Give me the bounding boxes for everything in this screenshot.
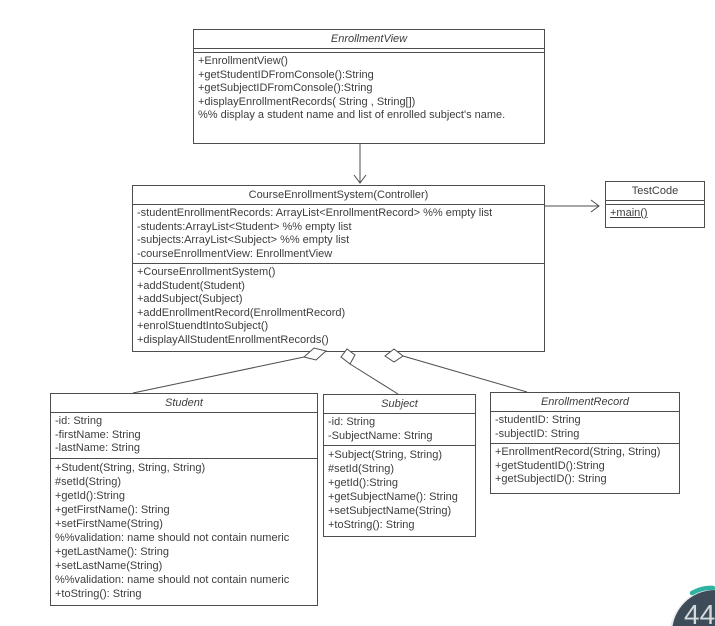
class-box-test-code: TestCode +main() [605, 181, 705, 228]
badge-accent-arc [689, 585, 715, 596]
attribute-line: -subjectID: String [495, 427, 580, 440]
class-box-enrollment-record: EnrollmentRecord -studentID: String -sub… [490, 392, 680, 494]
attribute-line: -subjects:ArrayList<Subject> %% empty li… [137, 234, 350, 246]
attribute-line: -id: String [328, 416, 376, 428]
aggregation-link-controller-student [132, 347, 328, 394]
static-method-line: +main() [610, 207, 648, 219]
method-line: +setFirstName(String) [55, 517, 163, 530]
class-title-enrollment-view: EnrollmentView [194, 30, 544, 49]
attribute-line: -courseEnrollmentView: EnrollmentView [137, 247, 333, 260]
method-line: +getLastName(): String [55, 545, 170, 558]
page-number: 44 [684, 599, 715, 626]
method-line: +EnrollmentView() [198, 55, 288, 67]
method-comment-line: %%validation: name should not contain nu… [55, 531, 290, 544]
class-box-enrollment-view: EnrollmentView +EnrollmentView() +getStu… [193, 29, 545, 144]
method-line: +setSubjectName(String) [328, 505, 452, 517]
attributes-compartment-empty [194, 49, 544, 53]
aggregation-link-controller-record [384, 348, 528, 393]
attributes-compartment: -studentID: String -subjectID: String [491, 412, 679, 444]
attributes-compartment-empty [606, 201, 704, 205]
method-line: #setId(String) [328, 463, 395, 475]
attribute-line: -studentEnrollmentRecords: ArrayList<Enr… [137, 207, 493, 219]
method-comment-line: %%validation: name should not contain nu… [55, 573, 290, 586]
method-line: +getSubjectIDFromConsole():String [198, 82, 373, 94]
method-line: +getStudentIDFromConsole():String [198, 68, 374, 81]
method-line: +setLastName(String) [55, 559, 163, 572]
class-title-course-enrollment-system: CourseEnrollmentSystem(Controller) [133, 186, 544, 205]
class-title-enrollment-record: EnrollmentRecord [491, 393, 679, 412]
method-line: +addEnrollmentRecord(EnrollmentRecord) [137, 306, 346, 319]
attributes-compartment: -id: String -SubjectName: String [324, 414, 475, 446]
method-line: +addSubject(Subject) [137, 293, 243, 305]
method-line: +EnrollmentRecord(String, String) [495, 446, 661, 458]
method-line: +Subject(String, String) [328, 449, 443, 461]
method-line: +getSubjectID(): String [495, 473, 607, 485]
attribute-line: -students:ArrayList<Student> %% empty li… [137, 220, 352, 233]
method-line: +Student(String, String, String) [55, 461, 206, 474]
attribute-line: -studentID: String [495, 414, 581, 426]
badge-circle [672, 590, 715, 626]
class-title-test-code: TestCode [606, 182, 704, 201]
method-line: +getStudentID():String [495, 459, 605, 472]
method-line: +getSubjectName(): String [328, 491, 458, 503]
attribute-line: -lastName: String [55, 442, 140, 454]
methods-compartment: +Student(String, String, String) #setId(… [51, 459, 317, 601]
attributes-compartment: -studentEnrollmentRecords: ArrayList<Enr… [133, 205, 544, 264]
method-line: +CourseEnrollmentSystem() [137, 266, 276, 278]
association-arrow-controller-to-testcode [545, 199, 600, 213]
class-box-subject: Subject -id: String -SubjectName: String… [323, 394, 476, 537]
method-line: +addStudent(Student) [137, 279, 245, 292]
class-box-student: Student -id: String -firstName: String -… [50, 393, 318, 606]
method-line: +displayAllStudentEnrollmentRecords() [137, 333, 329, 346]
method-line: +getId():String [55, 489, 126, 502]
attribute-line: -id: String [55, 415, 103, 427]
methods-compartment: +EnrollmentRecord(String, String) +getSt… [491, 444, 679, 487]
badge-glow-circle [670, 587, 715, 626]
aggregation-link-controller-subject [340, 348, 399, 395]
method-line: +getId():String [328, 477, 399, 489]
attribute-line: -firstName: String [55, 428, 141, 441]
method-line: +toString(): String [328, 519, 415, 531]
class-title-student: Student [51, 394, 317, 413]
methods-compartment: +EnrollmentView() +getStudentIDFromConso… [194, 53, 544, 123]
attribute-line: -SubjectName: String [328, 429, 433, 442]
page-number-badge: 44 [670, 585, 715, 626]
class-title-subject: Subject [324, 395, 475, 414]
method-comment-line: %% display a student name and list of en… [198, 109, 506, 121]
attributes-compartment: -id: String -firstName: String -lastName… [51, 413, 317, 459]
method-line: +getFirstName(): String [55, 503, 170, 516]
method-line: +enrolStuendtIntoSubject() [137, 320, 269, 332]
method-line: +toString(): String [55, 587, 142, 600]
association-arrow-view-to-controller [353, 144, 367, 184]
methods-compartment: +Subject(String, String) #setId(String) … [324, 446, 475, 532]
class-box-course-enrollment-system: CourseEnrollmentSystem(Controller) -stud… [132, 185, 545, 352]
methods-compartment: +main() [606, 205, 704, 221]
method-line: #setId(String) [55, 475, 122, 488]
method-line: +displayEnrollmentRecords( String , Stri… [198, 95, 416, 108]
methods-compartment: +CourseEnrollmentSystem() +addStudent(St… [133, 264, 544, 347]
